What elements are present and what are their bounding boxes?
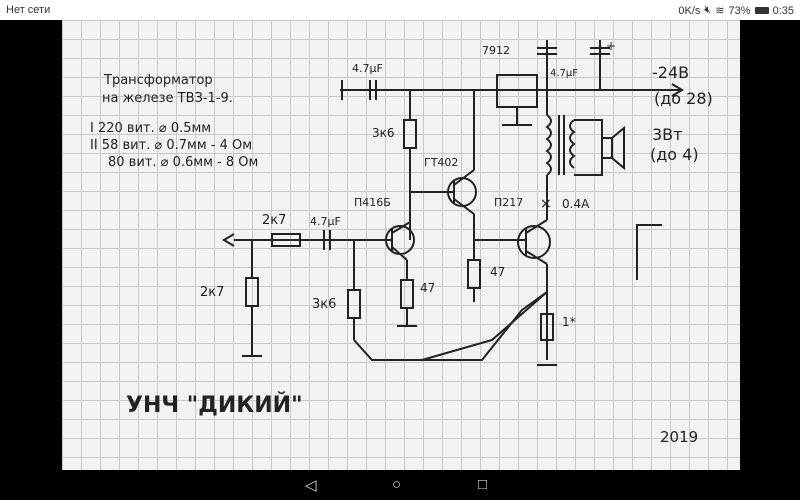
supply-label: -24В	[652, 63, 689, 82]
transformer-core: на железе ТВЗ-1-9.	[102, 91, 233, 106]
winding-1: I 220 вит. ⌀ 0.5мм	[90, 121, 211, 136]
svg-text:+: +	[606, 39, 616, 53]
svg-text:×: ×	[540, 196, 552, 212]
r-3k6-top: 3к6	[372, 126, 395, 140]
schematic-photo: × Трансформатор на железе ТВЗ-1-9. I 220…	[62, 20, 740, 470]
back-button[interactable]: ◁	[305, 477, 317, 494]
regulator-label: 7912	[482, 44, 510, 57]
speaker-label: 3Вт	[652, 125, 682, 144]
gt402-label: ГТ402	[424, 156, 458, 169]
mute-icon: 🔇︎	[704, 4, 712, 16]
p217-label: П217	[494, 196, 523, 209]
p416-label: П416Б	[354, 196, 391, 209]
r-47-b: 47	[490, 265, 505, 279]
current-label: 0.4А	[562, 197, 590, 211]
c3-label: 4.7μF	[550, 68, 578, 79]
schematic-title: УНЧ "ДИКИЙ"	[126, 392, 303, 418]
network-status: Нет сети	[6, 4, 51, 16]
transformer-title: Трансформатор	[103, 73, 213, 88]
r-2k7-series: 2к7	[262, 213, 286, 228]
battery-percent: 73%	[728, 4, 751, 17]
r-3k6-bottom: 3к6	[312, 297, 336, 312]
status-bar: Нет сети 0K/s 🔇︎ ≋ 73% 0:35	[0, 0, 800, 20]
battery-icon	[754, 7, 769, 14]
recent-apps-button[interactable]: □	[478, 476, 488, 493]
navigation-bar: ◁ ○ □	[0, 470, 800, 500]
net-speed: 0K/s	[678, 4, 701, 17]
c1-label: 4.7μF	[352, 62, 383, 75]
r-47-a: 47	[420, 281, 435, 295]
winding-2: II 58 вит. ⌀ 0.7мм - 4 Ом	[90, 138, 252, 153]
clock: 0:35	[772, 4, 794, 17]
supply-note: (до 28)	[654, 89, 713, 108]
r-2k7-shunt: 2к7	[200, 285, 224, 300]
c2-label: 4.7μF	[310, 215, 341, 228]
winding-3: 80 вит. ⌀ 0.6мм - 8 Ом	[108, 155, 258, 170]
home-button[interactable]: ○	[392, 476, 402, 493]
speaker-note: (до 4)	[650, 145, 699, 164]
year: 2019	[660, 428, 698, 446]
r-1: 1*	[562, 315, 576, 329]
wifi-icon: ≋	[715, 5, 725, 17]
